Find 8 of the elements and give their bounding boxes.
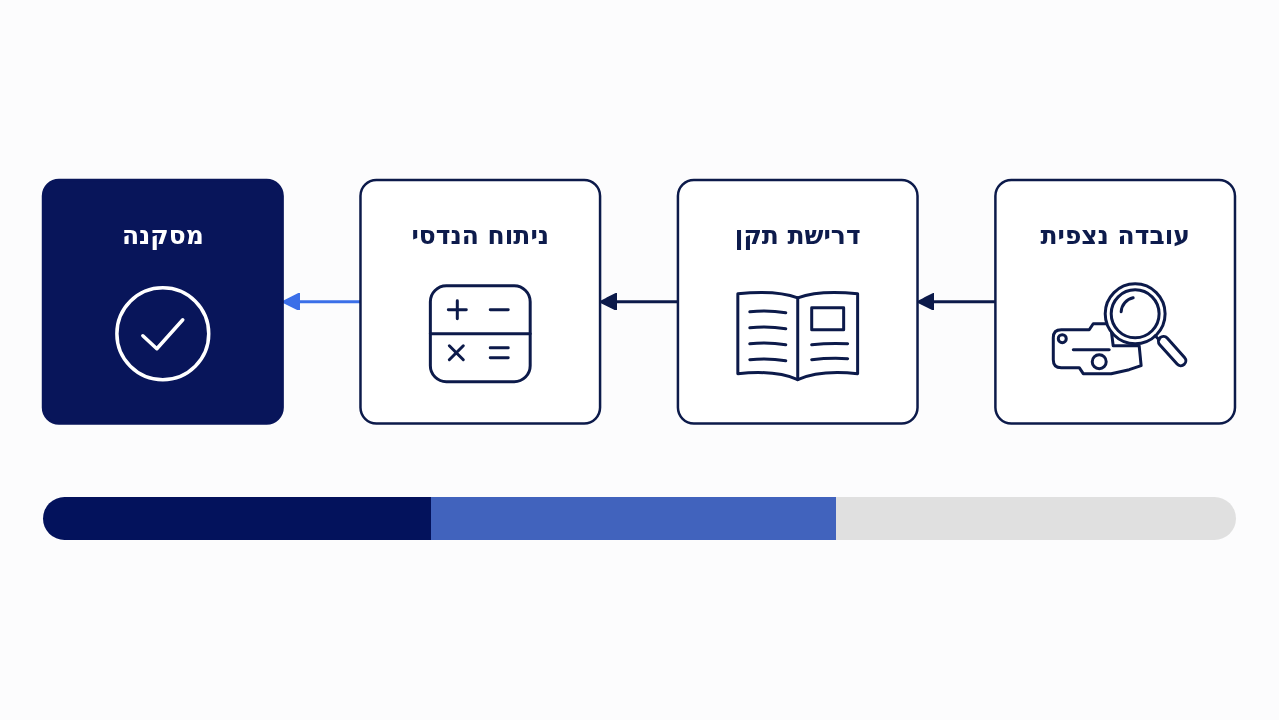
step-box	[359, 178, 602, 425]
step-box	[41, 178, 284, 425]
step-box	[994, 178, 1237, 425]
step-title: דרישת תקן	[733, 220, 862, 253]
step-title: עובדה נצפית	[1039, 220, 1191, 253]
step-box	[676, 178, 919, 425]
step-title: מסקנה	[120, 220, 205, 253]
step-title: ניתוח הנדסי	[410, 220, 551, 253]
